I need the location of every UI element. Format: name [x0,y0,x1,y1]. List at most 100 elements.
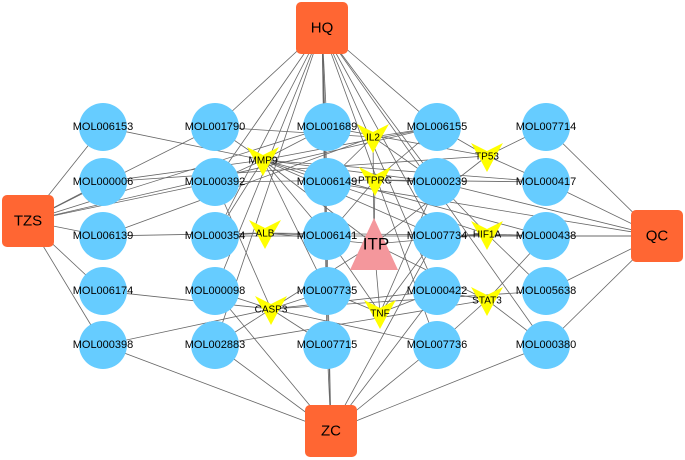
target-node-tnf[interactable]: TNF [364,300,396,329]
edge-tzs-mol000392 [27,181,216,222]
target-label: TP53 [475,152,499,163]
edge-mmp9-mol007735 [262,159,328,292]
compound-node-mol000354[interactable]: MOL000354 [185,212,246,260]
herb-node-qc[interactable]: QC [631,210,683,262]
compound-circle [79,103,127,151]
compound-label: MOL007735 [297,285,358,297]
edge-qc-mol006149 [326,181,658,237]
compound-node-mol006139[interactable]: MOL006139 [73,212,134,260]
edge-casp3-mol006174 [102,290,272,310]
compound-node-mol007715[interactable]: MOL007715 [297,321,358,369]
compound-node-mol000422[interactable]: MOL000422 [407,267,468,315]
compound-node-mol000417[interactable]: MOL000417 [516,158,577,206]
compound-label: MOL005638 [516,285,577,297]
target-label: MMP9 [249,156,278,167]
compound-node-mol001689[interactable]: MOL001689 [297,103,358,151]
compound-label: MOL001689 [297,121,358,133]
edge-mmp9-mol000239 [262,159,438,183]
compound-label: MOL000006 [73,176,134,188]
compound-node-mol000398[interactable]: MOL000398 [73,321,134,369]
compound-label: MOL000417 [516,176,577,188]
compound-node-mol007714[interactable]: MOL007714 [516,103,577,151]
compound-circle [522,321,570,369]
compound-circle [79,321,127,369]
target-label: STAT3 [472,296,502,307]
compound-node-mol000392[interactable]: MOL000392 [185,158,246,206]
compound-circle [79,212,127,260]
edge-zc-mol000398 [102,344,332,432]
target-node-tp53[interactable]: TP53 [471,143,503,172]
herb-node-hq[interactable]: HQ [296,2,348,54]
compound-label: MOL000098 [185,285,246,297]
compound-node-mol006153[interactable]: MOL006153 [73,103,134,151]
herb-label: HQ [311,20,334,37]
compound-node-mol002883[interactable]: MOL002883 [185,321,246,369]
herb-node-zc[interactable]: ZC [305,405,357,457]
target-node-stat3[interactable]: STAT3 [471,287,503,316]
compound-node-mol007734[interactable]: MOL007734 [407,212,468,260]
compound-circle [413,267,461,315]
compound-circle [303,212,351,260]
target-label: TNF [370,309,389,320]
edge-casp3-mol000398 [102,308,272,346]
target-arrow-shape [247,147,279,176]
compound-circle [522,103,570,151]
target-label: ALB [256,229,275,240]
edge-tp53-mol000006 [102,155,488,183]
target-arrow-shape [471,287,503,316]
compound-circle [522,267,570,315]
compound-circle [413,158,461,206]
compound-label: MOL006141 [297,230,358,242]
compound-node-mol000239[interactable]: MOL000239 [407,158,468,206]
compound-node-mol001790[interactable]: MOL001790 [185,103,246,151]
compound-node-mol006174[interactable]: MOL006174 [73,267,134,315]
target-label: IL2 [366,133,380,144]
edge-mmp9-mol000417 [262,159,547,183]
target-node-il2[interactable]: IL2 [357,124,389,153]
target-arrow-shape [359,167,391,196]
compound-node-mol000438[interactable]: MOL000438 [516,212,577,260]
target-node-alb[interactable]: ALB [249,220,281,249]
compound-label: MOL000380 [516,339,577,351]
edge-hif1a-mol006149 [326,181,488,235]
target-label: CASP3 [255,305,288,316]
herb-node-tzs[interactable]: TZS [2,195,54,247]
target-label: HIF1A [473,230,502,241]
compound-node-mol000380[interactable]: MOL000380 [516,321,577,369]
disease-label: ITP [363,235,389,254]
disease-node-itp[interactable]: ITP [350,218,398,270]
edge-tp53-mol001689 [326,126,488,157]
compound-circle [413,321,461,369]
compound-node-mol007735[interactable]: MOL007735 [297,267,358,315]
target-node-hif1a[interactable]: HIF1A [471,221,503,250]
target-node-casp3[interactable]: CASP3 [255,296,288,325]
compound-node-mol007736[interactable]: MOL007736 [407,321,468,369]
herb-square [631,210,683,262]
compound-node-mol006155[interactable]: MOL006155 [407,103,468,151]
target-arrow-shape [364,300,396,329]
compound-label: MOL000239 [407,176,468,188]
compound-circle [413,212,461,260]
compound-circle [303,321,351,369]
compound-node-mol006149[interactable]: MOL006149 [297,158,358,206]
compound-label: MOL007736 [407,339,468,351]
compound-circle [303,103,351,151]
compound-node-mol000006[interactable]: MOL000006 [73,158,134,206]
compound-circle [303,158,351,206]
target-arrow-shape [471,143,503,172]
compound-node-mol000098[interactable]: MOL000098 [185,267,246,315]
compound-label: MOL000392 [185,176,246,188]
target-node-ptprc[interactable]: PTPRC [358,167,392,196]
edge-zc-mol000380 [330,344,547,432]
compound-node-mol006141[interactable]: MOL006141 [297,212,358,260]
compound-circle [303,267,351,315]
target-node-mmp9[interactable]: MMP9 [247,147,279,176]
herb-square [2,195,54,247]
herb-square [296,2,348,54]
compound-label: MOL000354 [185,230,246,242]
herb-square [305,405,357,457]
compound-node-mol005638[interactable]: MOL005638 [516,267,577,315]
target-arrow-shape [249,220,281,249]
